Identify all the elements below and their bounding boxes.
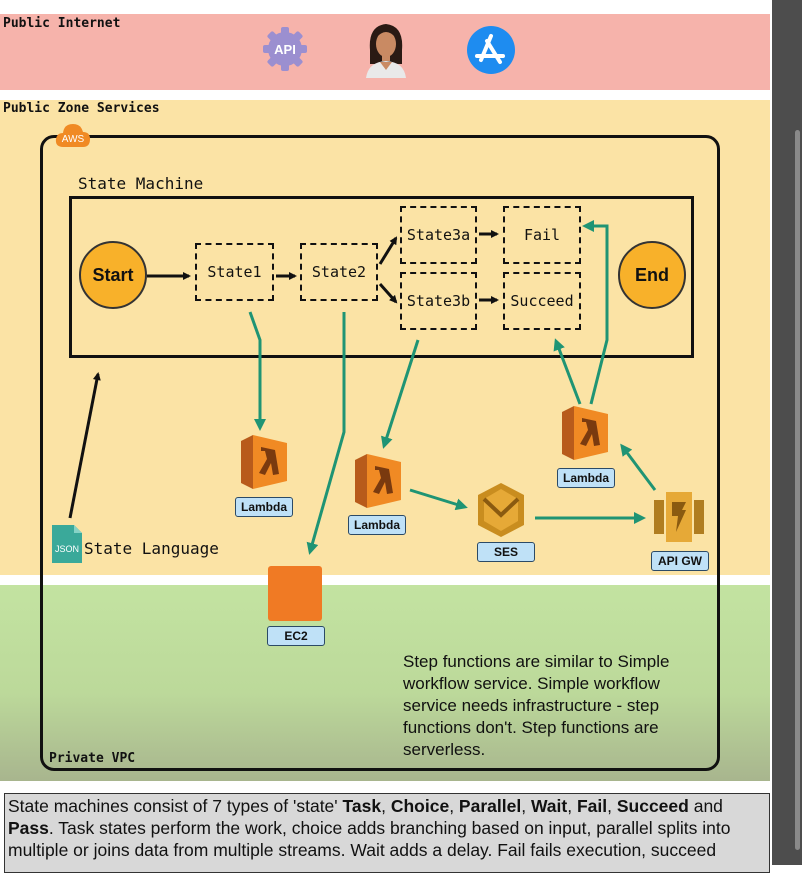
api-icon-text: API [274,42,296,57]
json-file-icon: JSON [52,525,82,563]
public-internet-label: Public Internet [3,16,121,31]
lambda-icon [562,406,608,460]
state-language-label: State Language [84,539,219,558]
note-intro: State machines consist of 7 types of 'st… [8,796,343,816]
state3a-node: State3a [400,206,477,264]
state2-node: State2 [300,243,378,301]
end-state: End [618,241,686,309]
aws-cloud-icon: AWS [55,124,90,147]
state1-node: State1 [195,243,274,301]
json-icon-text: JSON [55,544,79,554]
aws-badge-text: AWS [62,134,85,145]
fail-node: Fail [503,206,581,264]
lambda-icon [355,454,401,508]
note-and: and [693,796,723,816]
step-functions-caption: Step functions are similar to Simple wor… [403,652,670,759]
vertical-scrollbar[interactable] [772,0,802,865]
lambda-icon [241,435,287,489]
arrow-state2-state3b [378,283,398,304]
lambda-label: Lambda [348,515,406,535]
note-type-task: Task [342,796,382,816]
state-machine-box [69,196,694,358]
arrow-language-machine [68,372,101,519]
api-gear-icon: API [263,27,307,71]
note-type-pass: Pass [8,818,49,838]
arrow-state3b-lambda [381,339,420,449]
ec2-label: EC2 [267,626,325,646]
succeed-node: Succeed [503,272,581,330]
note-type-fail: Fail [576,796,608,816]
app-store-icon [467,26,515,74]
ses-label: SES [477,542,535,562]
arrow-apigw-lambda [620,443,657,491]
api-gw-label: API GW [651,551,709,571]
arrow-state2-ec2 [306,312,346,555]
arrow-state1-lambda [248,311,266,431]
state3b-node: State3b [400,272,477,330]
ses-icon [478,483,524,537]
arrow-lambda-succeed [553,338,582,405]
arrow-lambda-ses [409,488,468,511]
scrollbar-thumb[interactable] [795,130,800,850]
state-types-note: State machines consist of 7 types of 'st… [4,793,770,873]
private-vpc-zone: Private VPC [0,585,770,781]
state-machine-title: State Machine [78,174,204,193]
api-gateway-icon [654,492,704,542]
note-type-wait: Wait [530,796,568,816]
note-type-choice: Choice [390,796,450,816]
arrow-state2-state3a [378,236,398,265]
note-rest: . Task states perform the work, choice a… [8,818,731,860]
private-vpc-label: Private VPC [49,751,136,766]
aws-cloud-container [40,135,720,771]
lambda-label: Lambda [235,497,293,517]
note-type-parallel: Parallel [458,796,522,816]
note-type-succeed: Succeed [616,796,689,816]
arrow-lambda-fail [582,220,609,405]
start-state: Start [79,241,147,309]
lambda-label: Lambda [557,468,615,488]
user-avatar-icon [366,24,406,78]
ec2-icon [268,566,322,621]
public-zone-label: Public Zone Services [3,101,160,116]
